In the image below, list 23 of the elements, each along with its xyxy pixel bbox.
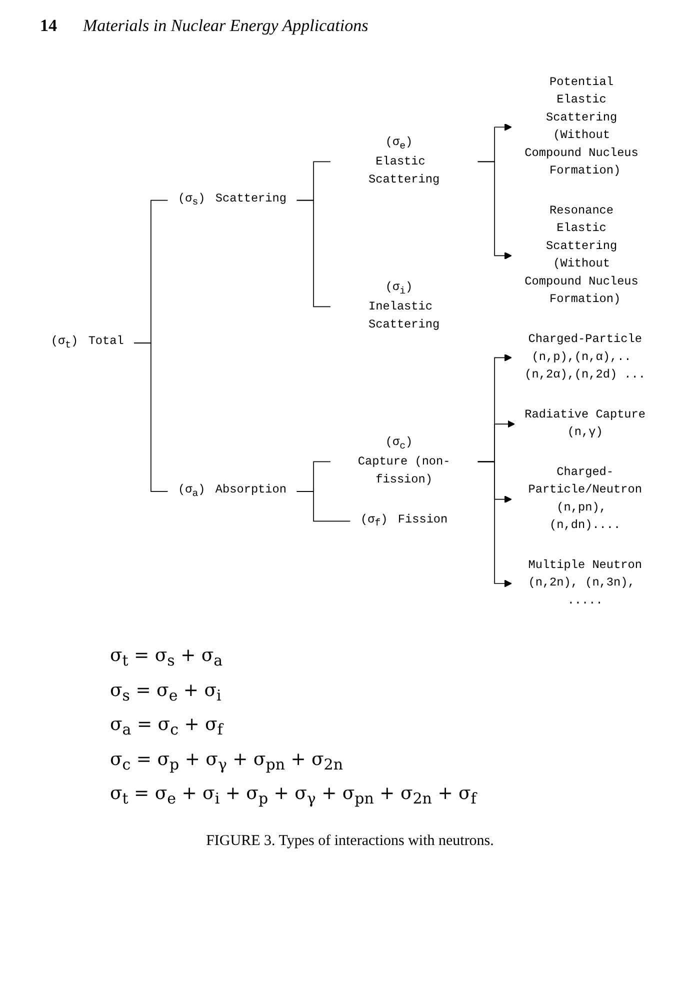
equation-text: σ$_{a}$ = σ$_{c}$ + σ$_{f}$ (110, 714, 223, 739)
connector-line (296, 200, 332, 308)
interaction-type-label: Potential Elastic Scattering (Without Compound Nucleus Formation) (524, 74, 640, 180)
figure-caption: FIGURE 3. Types of interactions with neutrons. (206, 832, 494, 849)
equation-text: σ$_{t}$ = σ$_{e}$ + σ$_{i}$ + σ$_{p}$ + σ$_{γ}$ + σ$_{pn}$ + σ$_{2n}$ + σ$_{f}$ (110, 783, 476, 808)
arrow (478, 161, 512, 260)
connector-line (296, 491, 352, 522)
equation-text: σ$_{s}$ = σ$_{e}$ + σ$_{i}$ (110, 680, 222, 704)
page-number: 14 (40, 16, 57, 36)
connector-line (134, 342, 169, 492)
interaction-type-label: Charged-Particle/Neutron (528, 464, 644, 499)
interaction-type-label: Resonance Elastic Scattering (Without Compound Nucleus Formation) (524, 203, 640, 308)
reaction-list-text: (n,2n), (n,3n), ..... (528, 575, 636, 610)
equation-text: σ$_{c}$ = σ$_{p}$ + σ$_{γ}$ + σ$_{pn}$ + σ$_{2n}$ (110, 748, 344, 774)
reaction-list-text: (n,γ) (568, 424, 604, 442)
reaction-list-text: (n,pn), (n,dn).... (548, 500, 622, 534)
interaction-type-label: Multiple Neutron (528, 558, 642, 574)
interaction-type-label: Charged-Particle (528, 332, 642, 348)
arrow (478, 461, 512, 588)
interaction-type-label: Radiative Capture (524, 406, 646, 424)
running-header: Materials in Nuclear Energy Applications (83, 16, 368, 36)
equation-text: σ$_{t}$ = σ$_{s}$ + σ$_{a}$ (110, 645, 223, 670)
reaction-list-text: (n,p),(n,α),.. (n,2α),(n,2d) ... (524, 349, 647, 384)
